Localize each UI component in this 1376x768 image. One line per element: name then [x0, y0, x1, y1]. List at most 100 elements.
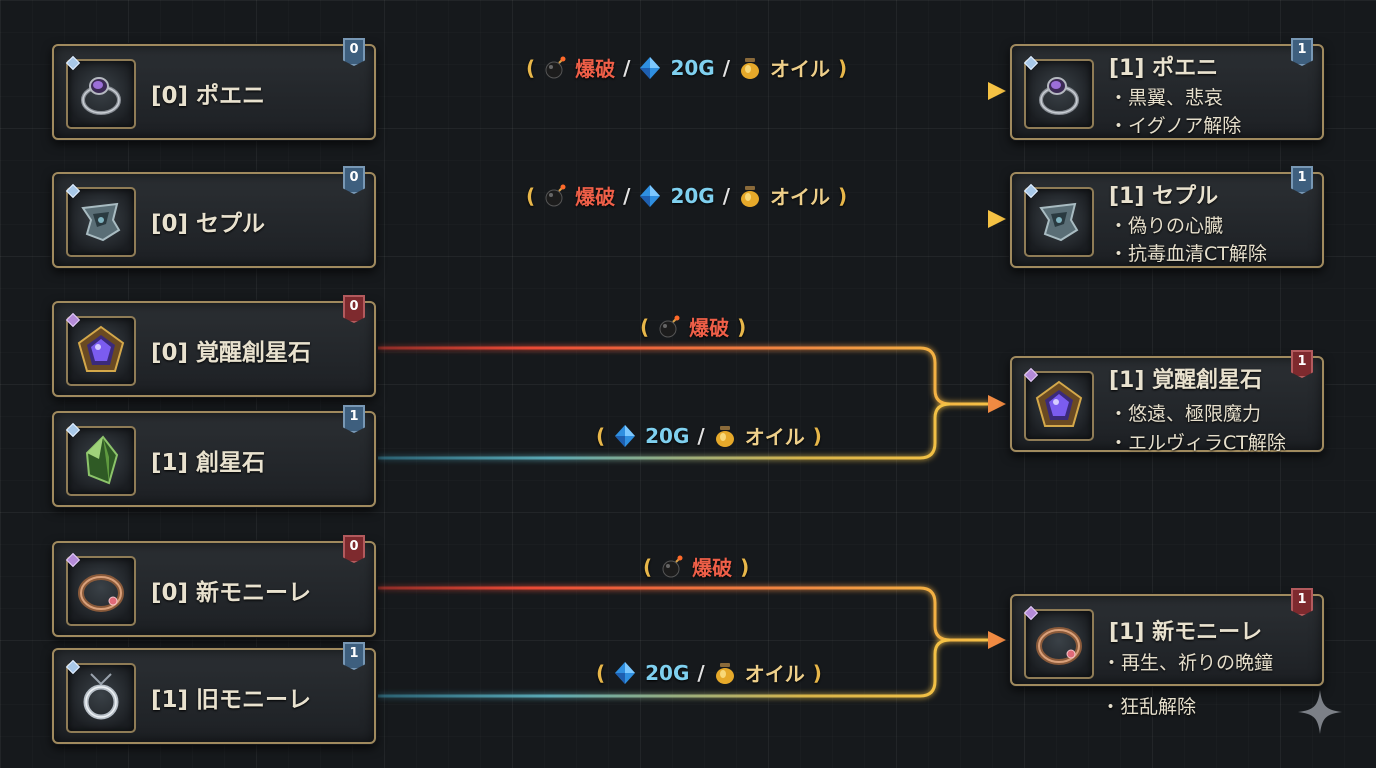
level-badge: 1 — [1291, 350, 1313, 378]
level-badge: 1 — [1291, 38, 1313, 66]
amulet-icon — [1039, 202, 1079, 242]
framed-gem-icon — [77, 325, 125, 372]
item-title: [1] 新モニーレ — [1109, 620, 1263, 645]
paren-close: ) — [812, 660, 822, 685]
arrow-head-row4 — [988, 631, 1006, 649]
cost-label-row1: ( 爆破 / 20G / オイル ) — [526, 53, 847, 82]
cost-label-row3-top: ( 爆破 ) — [640, 312, 746, 341]
paren-close: ) — [737, 314, 747, 339]
arrow-head-row3 — [988, 395, 1006, 413]
arrow-head-row2 — [988, 210, 1006, 228]
sparkle-icon — [1298, 690, 1342, 734]
amulet-icon — [81, 202, 121, 242]
crystal-icon — [615, 661, 636, 684]
item-slot — [66, 556, 136, 626]
item-slot — [66, 426, 136, 496]
level-badge: 0 — [343, 295, 365, 323]
paren-close: ) — [740, 554, 750, 579]
blast-text: 爆破 — [575, 57, 616, 81]
oil-jar-icon — [715, 425, 734, 447]
gold-text: 20G — [645, 423, 690, 448]
separator: / — [697, 660, 705, 685]
output-card-sepul-1[interactable]: [1] セプル ・偽りの心臓 ・抗毒血清CT解除 1 — [1010, 166, 1324, 268]
oil-text: オイル — [770, 57, 831, 81]
input-card-new-monile-0[interactable]: [0] 新モニーレ 0 — [52, 535, 376, 637]
effect-line: ・抗毒血清CT解除 — [1109, 243, 1267, 265]
item-slot — [66, 59, 136, 129]
item-title: [1] 旧モニーレ — [151, 687, 312, 713]
paren-close: ) — [838, 183, 848, 208]
paren-close: ) — [812, 423, 822, 448]
ring-icon — [81, 77, 121, 115]
oil-text: オイル — [744, 425, 805, 449]
separator: / — [623, 55, 631, 80]
crystal-icon — [615, 424, 636, 447]
item-title: [1] 創星石 — [151, 450, 266, 476]
cost-label-row4-top: ( 爆破 ) — [643, 552, 749, 581]
bracelet-icon — [1036, 627, 1082, 665]
item-slot — [66, 187, 136, 257]
path-row4-bottom — [378, 638, 951, 698]
bomb-icon — [662, 555, 683, 577]
blast-text: 爆破 — [689, 316, 730, 340]
input-card-awakened-star-stone-0[interactable]: [0] 覚醒創星石 0 — [52, 295, 376, 397]
oil-text: オイル — [770, 185, 831, 209]
effect-line: ・イグノア解除 — [1109, 115, 1242, 137]
necklace-icon — [83, 673, 119, 720]
bracelet-icon — [78, 574, 124, 612]
gold-text: 20G — [670, 183, 715, 208]
effect-line: ・悠遠、極限魔力 — [1109, 403, 1262, 425]
path-row4-top — [378, 586, 990, 642]
cost-label-row4-bottom: ( 20G / オイル ) — [596, 658, 822, 687]
item-title: [1] ポエニ — [1109, 56, 1219, 81]
cost-label-row2: ( 爆破 / 20G / オイル ) — [526, 181, 847, 210]
oil-jar-icon — [741, 185, 760, 207]
item-slot — [1024, 609, 1094, 679]
blast-text: 爆破 — [692, 556, 733, 580]
effect-line: ・エルヴィラCT解除 — [1109, 432, 1286, 454]
item-slot — [1024, 59, 1094, 129]
paren-open: ( — [596, 423, 606, 448]
level-badge: 1 — [1291, 588, 1313, 616]
effect-line-overflow: ・狂乱解除 — [1101, 696, 1197, 718]
input-card-sepul-0[interactable]: [0] セプル 0 — [52, 166, 376, 268]
paren-open: ( — [526, 183, 536, 208]
separator: / — [697, 423, 705, 448]
input-card-star-stone-1[interactable]: [1] 創星石 1 — [52, 405, 376, 507]
framed-gem-icon — [1035, 380, 1083, 427]
input-card-poeni-0[interactable]: [0] ポエニ 0 — [52, 38, 376, 140]
output-card-new-monile-1[interactable]: [1] 新モニーレ ・再生、祈りの晩鐘 1 — [1010, 588, 1324, 686]
input-card-old-monile-1[interactable]: [1] 旧モニーレ 1 — [52, 642, 376, 744]
cost-label-row3-bottom: ( 20G / オイル ) — [596, 421, 822, 450]
gold-text: 20G — [670, 55, 715, 80]
separator: / — [722, 183, 731, 208]
level-badge: 1 — [343, 642, 365, 670]
effect-line: ・黒翼、悲哀 — [1109, 87, 1224, 109]
crystal-icon — [640, 184, 661, 207]
item-slot — [1024, 371, 1094, 441]
effect-line: ・再生、祈りの晩鐘 — [1102, 652, 1274, 674]
separator: / — [722, 55, 731, 80]
level-badge: 0 — [343, 166, 365, 194]
paren-open: ( — [643, 554, 653, 579]
separator: / — [623, 183, 631, 208]
arrow-head-row1 — [988, 82, 1006, 100]
paren-open: ( — [526, 55, 536, 80]
green-crystal-icon — [85, 435, 119, 485]
oil-jar-icon — [741, 57, 760, 79]
output-card-poeni-1[interactable]: [1] ポエニ ・黒翼、悲哀 ・イグノア解除 1 — [1010, 38, 1324, 140]
gold-text: 20G — [645, 660, 690, 685]
level-badge: 1 — [343, 405, 365, 433]
blast-text: 爆破 — [575, 185, 616, 209]
bomb-icon — [545, 56, 566, 78]
level-badge: 0 — [343, 535, 365, 563]
oil-jar-icon — [715, 662, 734, 684]
output-card-awakened-star-stone-1[interactable]: [1] 覚醒創星石 ・悠遠、極限魔力 ・エルヴィラCT解除 1 — [1010, 350, 1324, 454]
item-title: [1] 覚醒創星石 — [1109, 368, 1263, 393]
paren-open: ( — [596, 660, 606, 685]
path-row3-bottom — [378, 402, 951, 460]
crystal-icon — [640, 56, 661, 79]
item-title: [0] 新モニーレ — [151, 580, 312, 606]
item-slot — [66, 663, 136, 733]
